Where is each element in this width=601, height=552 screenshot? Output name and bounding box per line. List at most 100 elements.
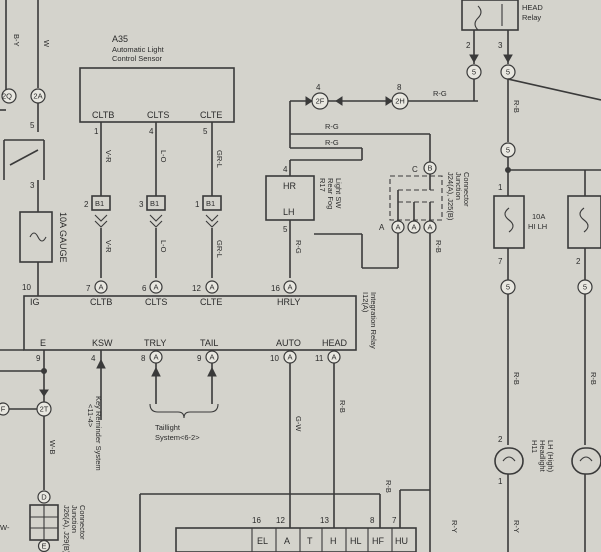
i12-term-clts: CLTS: [145, 297, 167, 307]
hi-rh-fuse-body: [567, 195, 601, 249]
hi-lh-pin-7: 7: [498, 257, 503, 266]
a35-term-cltb: CLTB: [92, 110, 114, 120]
connector-a-hrly: [283, 280, 297, 294]
chevron-down-icon: [205, 214, 219, 228]
connector-a-clts: [149, 280, 163, 294]
arrow-down-icon: [39, 389, 49, 397]
gauge-fuse: 10A GAUGE 10: [19, 211, 68, 296]
fuse-symbol-icon: [29, 232, 47, 242]
b1-label-2: B1: [150, 199, 159, 208]
bottom-pin-13: 13: [320, 516, 329, 525]
wire-l-o-bottom: L-O: [159, 240, 168, 253]
bottom-pin-8: 8: [370, 516, 375, 525]
wire-r-b-head: R-B: [338, 400, 347, 413]
hi-lh-fuse: 1 10A HI LH 7 2 5 5 R-B R-B: [493, 183, 601, 445]
b1-connector-3: [202, 195, 222, 211]
gauge-fuse-label: 10A GAUGE: [58, 212, 68, 263]
wire-r-b-lh: R-B: [512, 372, 521, 385]
i12-bottom-wires: 9 2T F W-B D E J26(A), J29(B) Junction C…: [0, 349, 347, 552]
r17-rear-fog-switch: 4 HR LH R17 Rear Fog Light SW 5 R-G A 16: [265, 165, 343, 294]
hi-lh-pin-1: 1: [498, 183, 503, 192]
j24-a1: A: [395, 223, 400, 232]
wire-v-r-top: V-R: [104, 150, 113, 163]
connector-5-mid-label: 5: [506, 146, 510, 155]
wire-gr-l-top: GR-L: [215, 150, 224, 168]
conn-a-3: A: [209, 283, 214, 292]
h11-bulb: [494, 447, 524, 475]
bottom-term-a: A: [284, 536, 290, 546]
arrow-up-icon: [96, 358, 106, 369]
a35-pin-1: 1: [94, 127, 99, 136]
b1-pin-2: 2: [84, 200, 89, 209]
pin-4-top: 4: [316, 83, 321, 92]
b1-pin-3: 3: [139, 200, 144, 209]
conn-a-2: A: [153, 283, 158, 292]
hi-lh-name-1: 10A: [532, 212, 545, 221]
conn-a-1: A: [98, 283, 103, 292]
chevron-down-icon: [94, 214, 108, 228]
b1-connector-2: [146, 195, 166, 211]
wire-gr-l-bottom: GR-L: [215, 240, 224, 258]
pin-8-trly: 8: [141, 354, 146, 363]
bottom-term-el: EL: [257, 536, 268, 546]
b1-label-3: B1: [206, 199, 215, 208]
head-relay: HEAD Relay 2 3 5 5 R-B 5: [461, 0, 601, 196]
chevron-down-icon: [149, 214, 163, 228]
bottom-term-hu: HU: [395, 536, 408, 546]
h11-name-1: Headlight: [538, 440, 547, 473]
arrow-right-icon: [385, 96, 393, 106]
taillight-note: Taillight: [155, 423, 181, 432]
pin-4-ksw: 4: [91, 354, 96, 363]
wire-w-b: W-B: [48, 440, 57, 454]
a35-term-clts: CLTS: [147, 110, 169, 120]
i12-term-auto: AUTO: [276, 338, 301, 348]
h12-bulb: [571, 447, 601, 475]
j24-junction-connector: C B J24(A), J25(B) Junction Connector A …: [314, 161, 471, 552]
i12-term-trly: TRLY: [144, 338, 166, 348]
hi-lh-fuse-body: [493, 195, 525, 249]
pin-7: 7: [86, 284, 91, 293]
j24-body: [389, 175, 443, 221]
j24-name-1: Junction: [454, 172, 463, 200]
conn-a-hrly: A: [287, 283, 292, 292]
key-reminder-note: Key Reminder System: [94, 396, 103, 471]
a35-body: [79, 67, 235, 123]
hi-lh-name-2: HI LH: [528, 222, 547, 231]
connector-a-j24-2: [407, 220, 421, 234]
conn-a-auto: A: [287, 353, 292, 362]
arrow-up-icon: [151, 366, 161, 377]
wire-w-fragment: W-: [0, 523, 10, 532]
pin-11-head: 11: [315, 354, 324, 363]
wire-label-w: W: [42, 40, 51, 48]
j24-name-2: Connector: [462, 172, 471, 207]
r17-term-lh: LH: [283, 207, 295, 217]
connector-2t-label: 2T: [40, 405, 49, 414]
pin-12: 12: [192, 284, 201, 293]
wire-label-b-y: B-Y: [12, 34, 21, 47]
pin-10-auto: 10: [270, 354, 279, 363]
j26-name-2: Connector: [78, 505, 87, 540]
a35-name-1: Automatic Light: [112, 45, 165, 54]
head-relay-name-2: Relay: [522, 13, 541, 22]
arrow-up-icon: [207, 366, 217, 377]
top-right-connectors: 4 8 2F 2H R-G R-G R-G: [289, 83, 478, 176]
pin-8-top: 8: [397, 83, 402, 92]
pin-9-e: 9: [36, 354, 41, 363]
j24-a3: A: [427, 223, 432, 232]
i12-name: Integration Relay: [369, 292, 378, 349]
b1-pin-1: 1: [195, 200, 200, 209]
fuse-symbol-icon: [504, 207, 514, 233]
head-relay-body: [461, 0, 519, 31]
wire-v-r-bottom: V-R: [104, 240, 113, 253]
bottom-term-hl: HL: [350, 536, 362, 546]
bulb-filament-icon: [502, 456, 516, 462]
wire-r-y-lh: R-Y: [512, 520, 521, 533]
h11-pin-1: 1: [498, 477, 503, 486]
r17-name-2: Light SW: [334, 178, 343, 209]
connector-e-label: E: [41, 542, 46, 551]
a35-sensor: A35 Automatic Light Control Sensor CLTB …: [79, 34, 235, 136]
bottom-term-h: H: [330, 536, 337, 546]
wire-r-g-mid2: R-G: [325, 138, 339, 147]
connector-f-label: F: [1, 405, 6, 414]
i12-code: I12(A): [361, 292, 370, 313]
